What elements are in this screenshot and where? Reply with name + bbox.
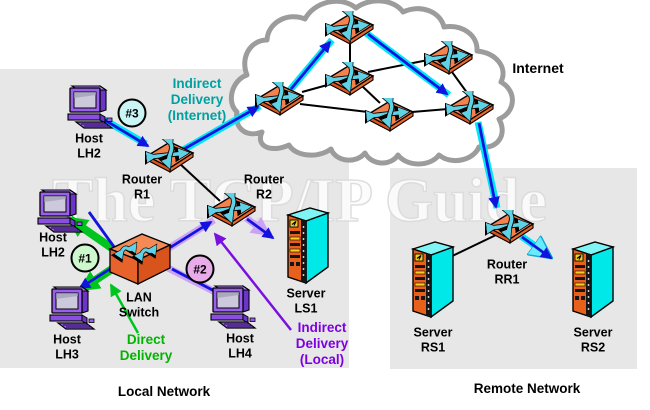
label-remote-network: Remote Network <box>473 380 581 396</box>
label-host-lh2-top: Host LH2 <box>75 131 103 161</box>
label-host-lh3: Host LH3 <box>53 332 81 362</box>
label-server-rs1: Server RS1 <box>413 325 453 355</box>
badge-1: #1 <box>70 243 100 273</box>
badge-3: #3 <box>117 98 147 128</box>
label-internet: Internet <box>512 59 564 76</box>
badge-2: #2 <box>185 254 215 284</box>
annotation-direct-delivery: Direct Delivery <box>119 332 173 363</box>
router-icon <box>447 94 493 124</box>
label-router-rr1: Router RR1 <box>486 257 528 287</box>
label-host-lh2: Host LH2 <box>39 230 67 260</box>
label-host-lh4: Host LH4 <box>226 331 254 361</box>
label-server-rs2: Server RS2 <box>573 325 613 355</box>
annotation-indirect-local: Indirect Delivery (Local) <box>295 320 349 367</box>
label-server-ls1: Server LS1 <box>286 286 326 316</box>
label-lan-switch: LAN Switch <box>118 290 160 320</box>
label-router-r2: Router R2 <box>243 172 285 202</box>
annotation-indirect-internet: Indirect Delivery (Internet) <box>167 76 227 123</box>
router-icon <box>426 44 472 74</box>
router-icon <box>327 14 373 44</box>
router-icon <box>367 101 413 131</box>
label-router-r1: Router R1 <box>121 172 163 202</box>
label-local-network: Local Network <box>117 383 211 399</box>
